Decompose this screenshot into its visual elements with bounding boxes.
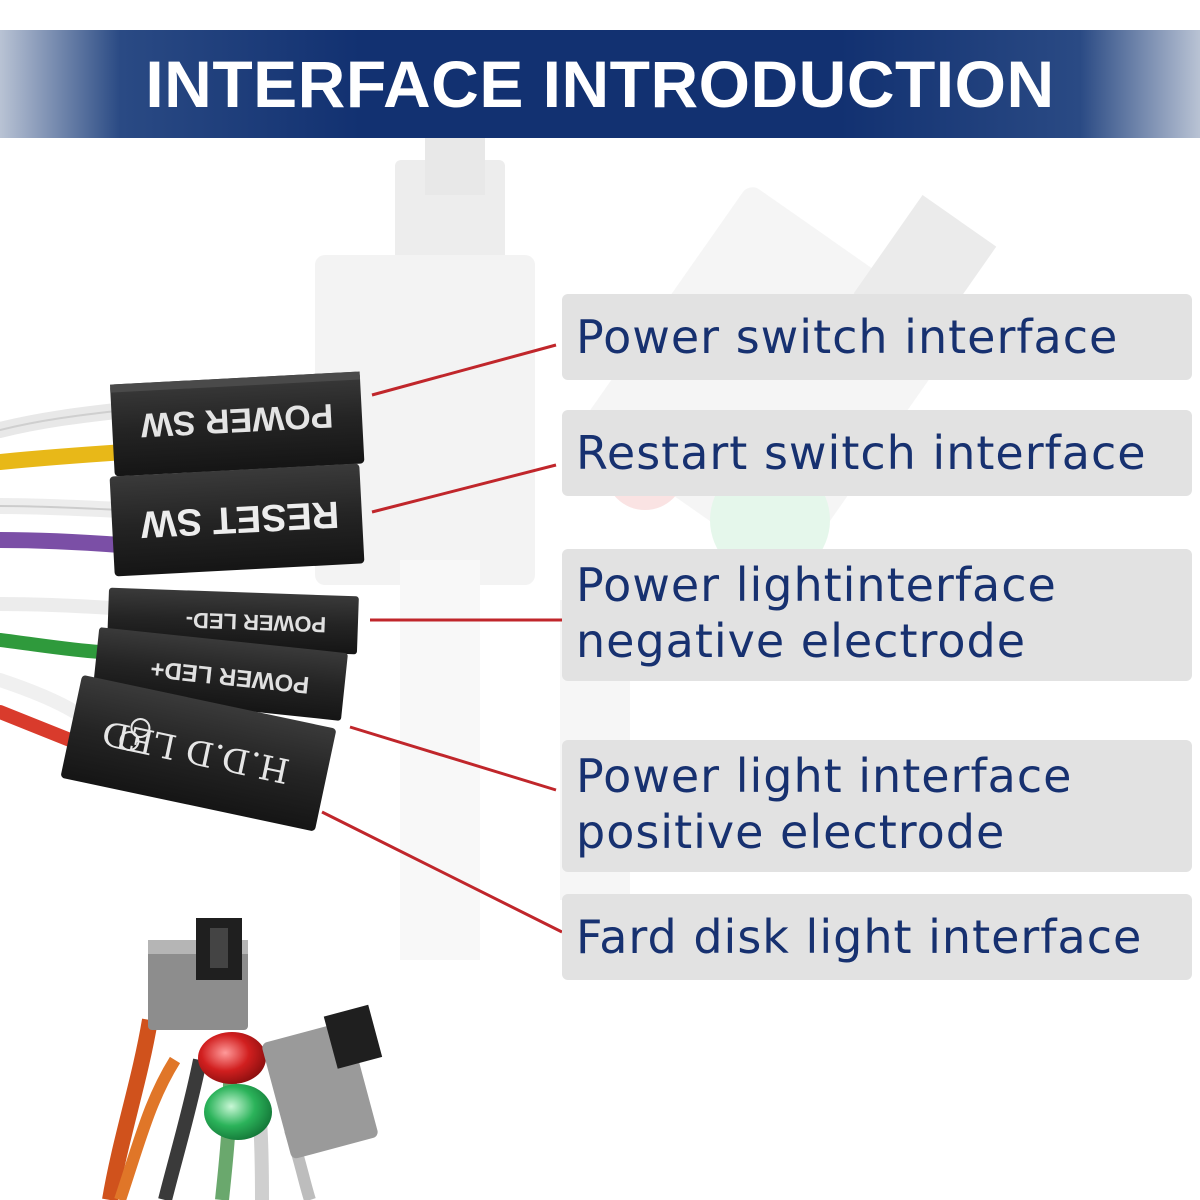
hdd-led-connector: H.D.D LED: [61, 675, 336, 831]
label-text: positive electrode: [576, 805, 1006, 859]
label-power-switch: Power switch interface: [562, 294, 1192, 380]
switch-led-assembly: [102, 918, 383, 1200]
reset-sw-connector-label: RESET SW: [140, 493, 341, 545]
title-banner: INTERFACE INTRODUCTION: [0, 30, 1200, 138]
label-text: negative electrode: [576, 614, 1027, 668]
label-power-light-negative: Power lightinterface negative electrode: [562, 549, 1192, 681]
label-text: Power light interface: [576, 749, 1073, 803]
label-text: Fard disk light interface: [576, 910, 1143, 964]
label-text: Power lightinterface: [576, 558, 1057, 612]
label-text: Power switch interface: [576, 310, 1119, 364]
page-title: INTERFACE INTRODUCTION: [145, 47, 1055, 121]
label-text: Restart switch interface: [576, 426, 1147, 480]
label-power-light-positive: Power light interface positive electrode: [562, 740, 1192, 872]
label-restart-switch: Restart switch interface: [562, 410, 1192, 496]
pointer-lines: [321, 343, 563, 934]
power-led-minus-connector-label: POWER LED-: [185, 607, 326, 637]
label-hard-disk-light: Fard disk light interface: [562, 894, 1192, 980]
power-sw-connector: POWER SW: [109, 371, 365, 477]
reset-sw-connector: RESET SW: [109, 463, 365, 577]
wire-bundle: [0, 402, 133, 747]
